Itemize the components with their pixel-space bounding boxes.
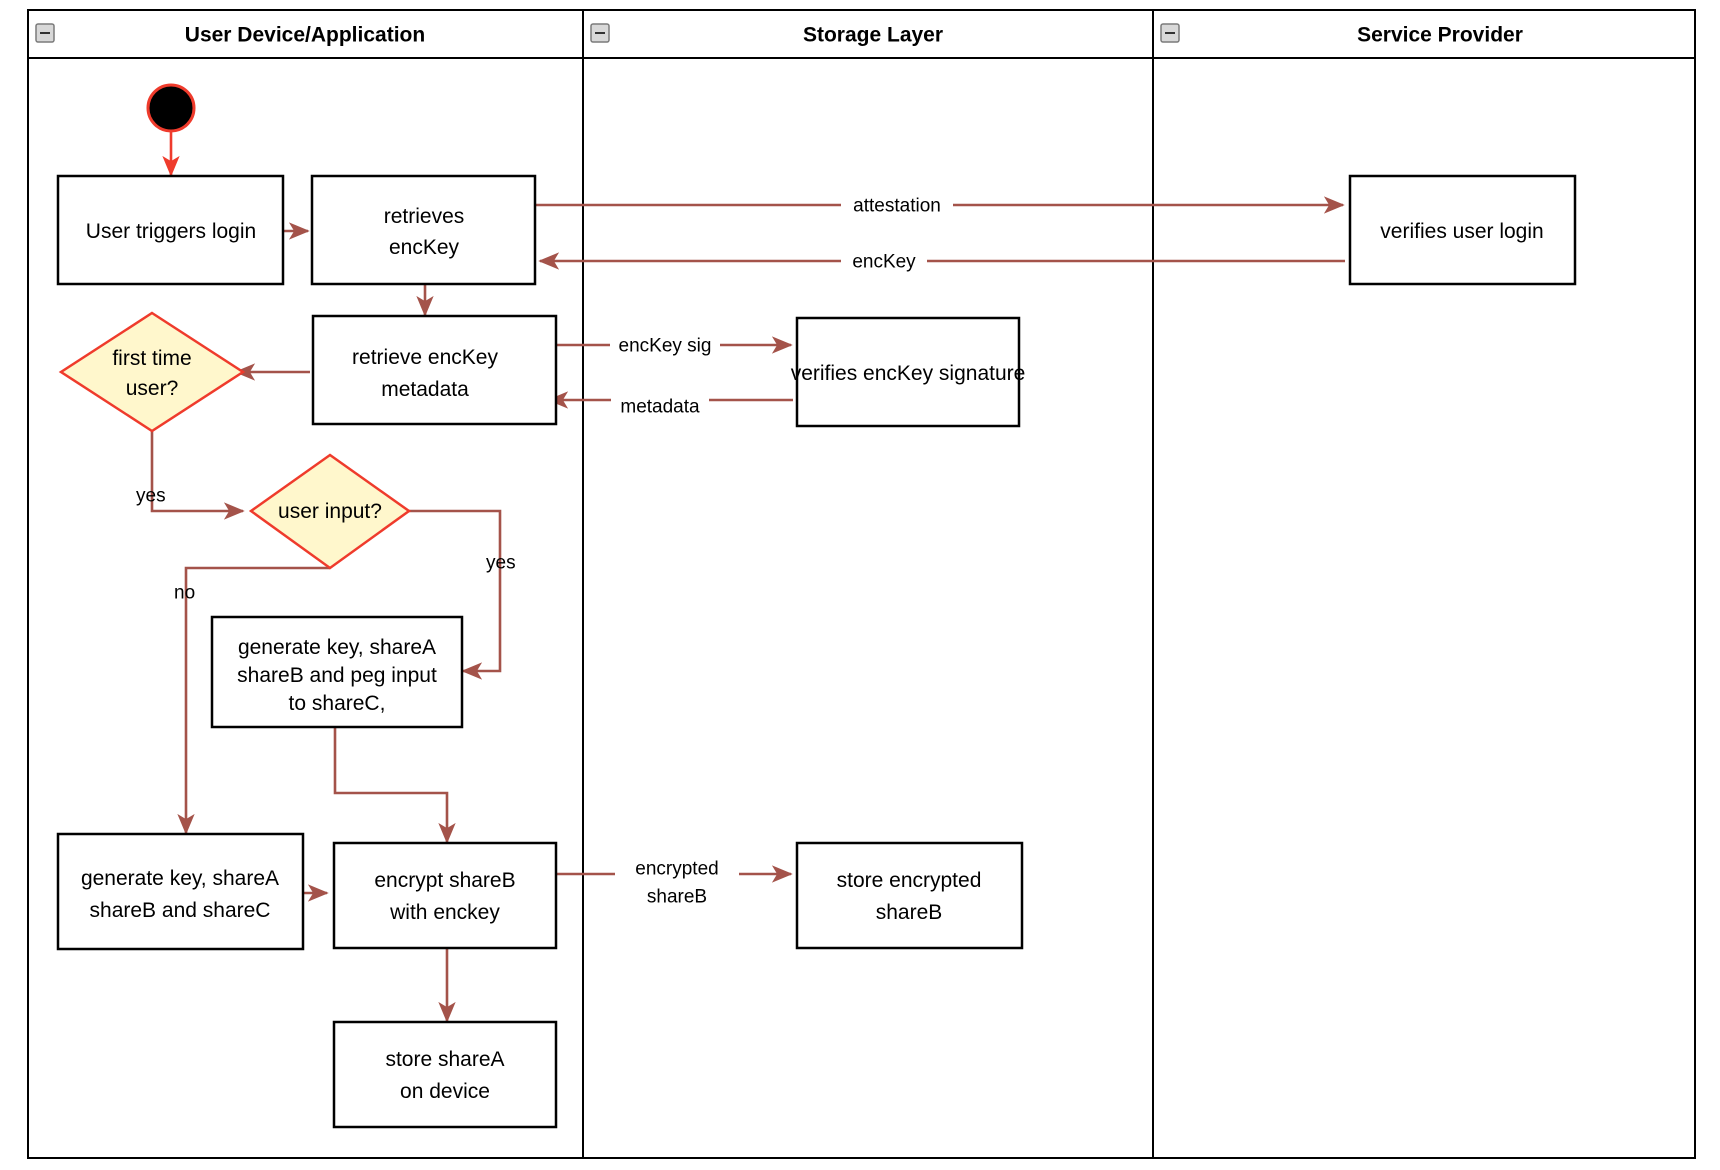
swimlane-storage-layer[interactable]: Storage Layer [582,9,1154,1159]
node-label-line2: shareB and shareC [90,899,271,922]
node-label-line2: shareB [876,901,943,924]
node-label-line1: encrypt shareB [374,869,515,892]
lane-title-user-device: User Device/Application [185,24,425,47]
node-store-sharea[interactable]: store shareA on device [332,1020,558,1129]
lane-body-storage-layer [582,9,1154,1159]
edge-label-yes-firsttime: yes [136,485,166,506]
node-label: User triggers login [86,220,256,243]
edge-label-enckey-sig: encKey sig [610,330,720,356]
node-user-triggers-login[interactable]: User triggers login [56,174,285,286]
svg-text:encKey sig: encKey sig [619,335,712,356]
edge-firsttime-yes [150,412,245,520]
edge-label-yes-userinput: yes [486,552,516,573]
node-label-line1: retrieves [384,205,465,228]
svg-text:shareB: shareB [647,886,707,907]
node-first-time-user-decision[interactable]: first time user? [58,311,246,433]
svg-text:attestation: attestation [853,195,941,216]
edge-label-encrypted-shareb: encrypted shareB [615,853,739,907]
node-retrieves-enckey[interactable]: retrieves encKey [310,174,537,286]
node-encrypt-shareb[interactable]: encrypt shareB with enckey [332,841,558,950]
svg-text:encrypted: encrypted [635,858,718,879]
svg-text:encKey: encKey [852,251,916,272]
node-label-line2: with enckey [389,901,500,924]
minus-icon[interactable] [590,23,610,43]
node-store-encrypted-shareb[interactable]: store encrypted shareB [795,841,1024,950]
edge-label-no-userinput: no [174,582,195,603]
lane-header-storage-layer [582,9,1154,59]
node-label-line1: generate key, shareA [81,867,279,890]
decision-label-line1: first time [112,347,191,370]
node-label-line2: metadata [381,378,469,401]
edge-userinput-no [177,566,330,835]
node-label-line1: generate key, shareA [238,636,436,659]
svg-text:metadata: metadata [620,396,700,417]
node-generate-key-peg[interactable]: generate key, shareA shareB and peg inpu… [210,615,464,729]
node-label-line1: store shareA [385,1048,504,1071]
node-label-line2: on device [400,1080,490,1103]
decision-label: user input? [278,500,382,523]
node-label: verifies user login [1380,220,1543,243]
minus-icon[interactable] [1160,23,1180,43]
node-verifies-enckey-signature[interactable]: verifies encKey signature [791,316,1026,428]
node-label-line1: store encrypted [837,869,982,892]
decision-label-line2: user? [126,377,179,400]
lane-header-service-provider [1152,9,1696,59]
node-label: verifies encKey signature [791,362,1026,385]
node-user-input-decision[interactable]: user input? [248,453,412,570]
lane-title-storage-layer: Storage Layer [803,24,943,47]
edge-userinput-yes [409,509,502,680]
node-verifies-user-login[interactable]: verifies user login [1348,174,1577,286]
node-label-line1: retrieve encKey [352,346,498,369]
minus-icon[interactable] [35,23,55,43]
node-label-line2: encKey [389,236,460,259]
node-label-line2: shareB and peg input [237,664,437,687]
node-generate-key-sharec[interactable]: generate key, shareA shareB and shareC [56,832,305,951]
lane-title-service-provider: Service Provider [1357,24,1523,47]
lane-header-user-device [27,9,584,59]
edge-peg-to-encrypt [333,727,456,844]
edge-label-attestation: attestation [841,190,953,216]
node-label-line3: to shareC, [289,692,386,715]
edge-label-enckey: encKey [841,246,927,272]
node-retrieve-enckey-metadata[interactable]: retrieve encKey metadata [311,314,558,426]
initial-node[interactable] [146,83,196,133]
edge-label-metadata: metadata [611,392,709,418]
